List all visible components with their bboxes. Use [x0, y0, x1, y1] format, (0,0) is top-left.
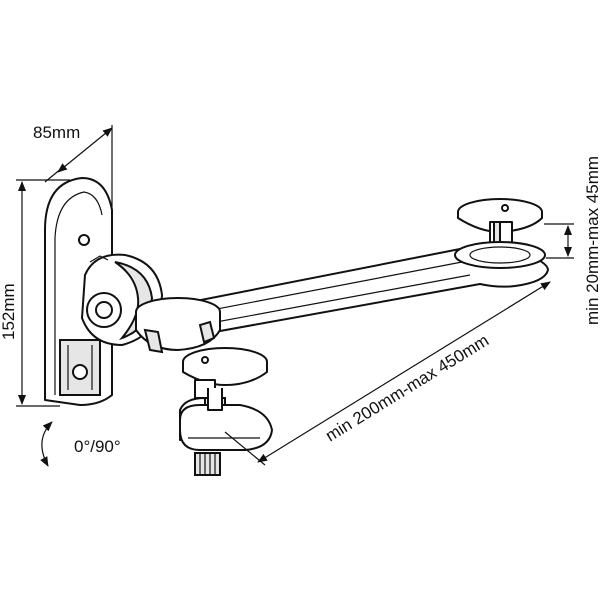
width-dimension: 85mm	[33, 123, 113, 210]
reach-label: min 200mm-max 450mm	[322, 331, 492, 446]
wall-plate	[44, 177, 113, 406]
rotation-label: 0°/90°	[74, 437, 121, 456]
lift-label: min 20mm-max 45mm	[583, 156, 600, 325]
tilt-head	[454, 198, 546, 269]
width-label: 85mm	[33, 123, 80, 142]
pivot-disc	[135, 297, 221, 354]
rotation-indicator: 0°/90°	[40, 421, 121, 467]
lift-dimension: min 20mm-max 45mm	[544, 156, 600, 325]
desk-clamp	[179, 347, 273, 476]
height-dimension: 152mm	[0, 179, 70, 407]
height-label: 152mm	[0, 283, 18, 340]
